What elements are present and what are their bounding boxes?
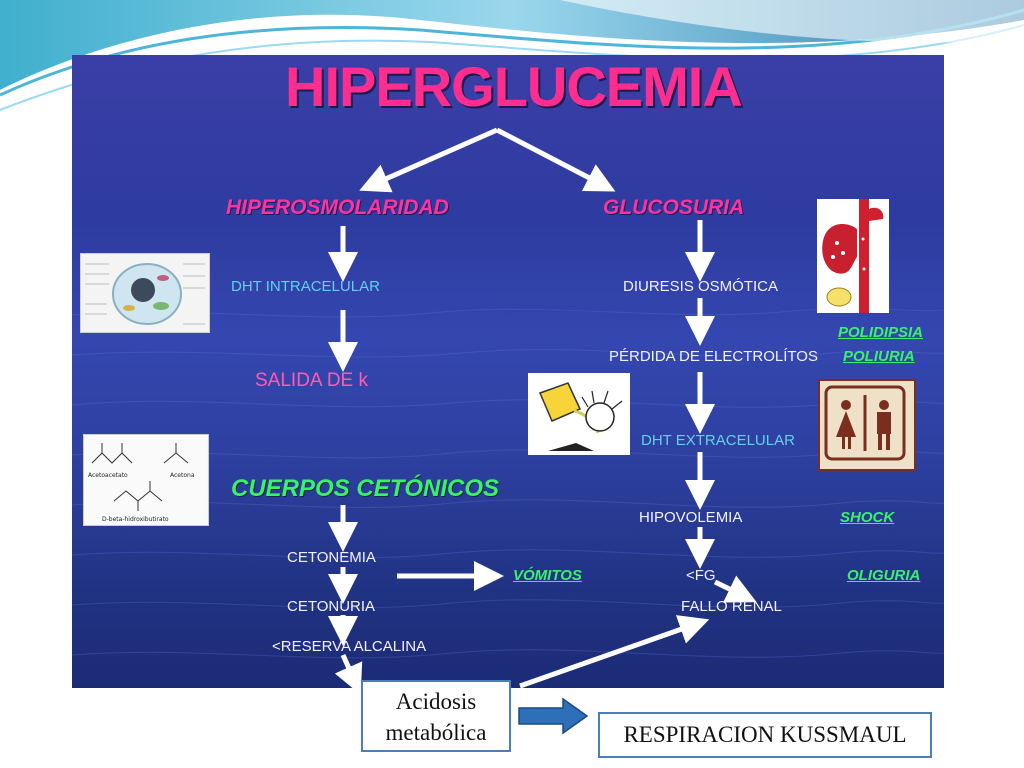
oliguria-label: OLIGURIA (847, 567, 921, 584)
hiperosmolaridad-label: HIPEROSMOLARIDAD (226, 196, 449, 219)
ocean-texture (72, 308, 944, 659)
polidipsia-label: POLIDIPSIA (838, 324, 924, 341)
restroom-sign-image (818, 379, 916, 471)
acetoacetato-text: Acetoacetato (88, 472, 128, 479)
diagram-panel (72, 55, 944, 688)
poliuria-label: POLIURIA (843, 348, 915, 365)
cell-illustration-image (80, 253, 210, 333)
ketone-bodies-image: Acetoacetato Acetona D-beta-hidroxibutir… (83, 434, 209, 526)
cetonuria-label: CETONURIA (287, 598, 376, 615)
diuresis-osmotica-label: DIURESIS OSMÓTICA (623, 278, 779, 295)
acidosis-metabolica-box: Acidosis metabólica (361, 680, 511, 752)
fallo-renal-label: FALLO RENAL (681, 598, 782, 615)
hipovolemia-label: HIPOVOLEMIA (639, 509, 743, 526)
salida-k-label: SALIDA DE k (255, 370, 368, 391)
blue-right-arrow-icon (518, 697, 589, 735)
acetona-text: Acetona (170, 472, 195, 479)
vomitos-label: VÓMITOS (513, 567, 582, 584)
cetonemia-label: CETONEMIA (287, 549, 376, 566)
respiracion-kussmaul-box: RESPIRACION KUSSMAUL (598, 712, 932, 758)
hidroxibutirato-text: D-beta-hidroxibutirato (102, 516, 169, 523)
vomiting-person-image (528, 373, 630, 455)
acidosis-line2: metabólica (385, 720, 487, 745)
perdida-electrolitos-label: PÉRDIDA DE ELECTROLÍTOS (609, 348, 818, 365)
fg-label: <FG (686, 567, 716, 584)
dht-extracelular-label: DHT EXTRACELULAR (641, 432, 795, 449)
reserva-alcalina-label: <RESERVA ALCALINA (272, 638, 427, 655)
diagram-title: HIPERGLUCEMIA (285, 55, 743, 118)
cuerpos-cetonicos-label: CUERPOS CETÓNICOS (231, 475, 500, 502)
kidney-image (817, 199, 889, 313)
acidosis-line1: Acidosis (395, 689, 477, 714)
dht-intracelular-label: DHT INTRACELULAR (231, 278, 380, 295)
shock-label: SHOCK (840, 509, 895, 526)
glucosuria-label: GLUCOSURIA (603, 196, 745, 219)
